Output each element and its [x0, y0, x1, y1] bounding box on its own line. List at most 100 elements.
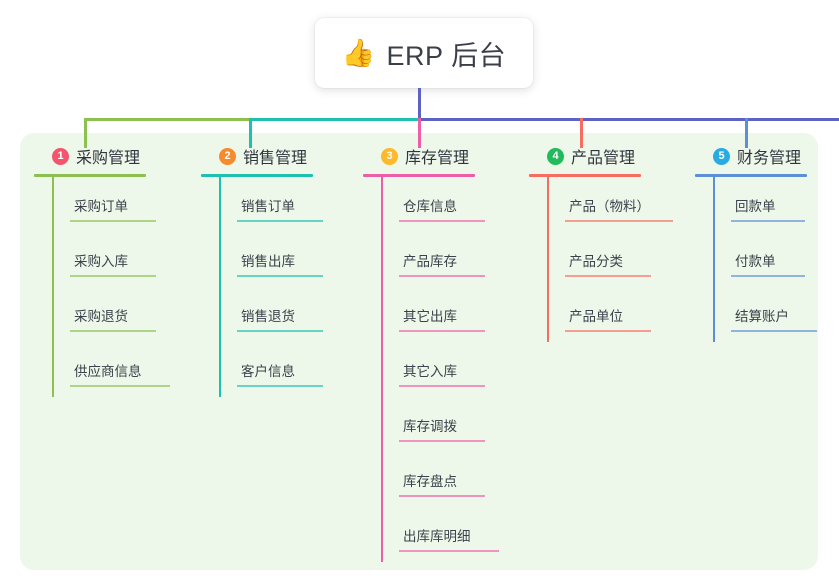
branches-panel: [20, 133, 818, 570]
branch-underline: [363, 174, 475, 177]
thumbs-up-icon: 👍: [341, 37, 376, 68]
branch-spine: [219, 177, 221, 397]
branch-header[interactable]: 3 库存管理: [363, 143, 475, 169]
branch-spine: [547, 177, 549, 342]
branch-child-label: 库存调拨: [403, 418, 457, 434]
branch-number-badge: 1: [52, 147, 69, 165]
branch-child-underline: [70, 385, 170, 387]
branch-title: 库存管理: [405, 150, 470, 167]
branch-child-label: 采购订单: [74, 198, 128, 214]
branch-child-underline: [565, 275, 651, 277]
root-node-label: ERP 后台: [386, 40, 507, 71]
root-node[interactable]: 👍 ERP 后台: [315, 18, 533, 88]
branch-child-item[interactable]: 产品单位: [547, 287, 651, 342]
branch-child-item[interactable]: 采购入库: [52, 232, 156, 287]
connector-drop: [84, 118, 87, 148]
branch-child-item[interactable]: 回款单: [713, 177, 807, 232]
branch-child-item[interactable]: 库存调拨: [381, 397, 485, 452]
branch-child-label: 采购入库: [74, 253, 128, 269]
branch-child-label: 付款单: [735, 253, 776, 269]
branch-3: 3 库存管理仓库信息产品库存其它出库其它入库库存调拨库存盘点出库库明细: [363, 143, 499, 562]
branch-number-badge: 3: [381, 147, 398, 165]
branch-child-label: 销售订单: [241, 198, 295, 214]
branch-child-item[interactable]: 采购退货: [52, 287, 156, 342]
connector-bar: [249, 118, 421, 121]
branch-child-item[interactable]: 销售出库: [219, 232, 323, 287]
branch-children: 产品（物料） 产品分类产品单位: [529, 177, 673, 342]
branch-child-item[interactable]: 供应商信息: [52, 342, 170, 397]
branch-child-underline: [565, 330, 651, 332]
branch-child-label: 产品库存: [403, 253, 457, 269]
branch-child-underline: [731, 330, 817, 332]
branch-child-label: 供应商信息: [74, 363, 142, 379]
branch-child-label: 结算账户: [735, 308, 789, 324]
branch-child-item[interactable]: 结算账户: [713, 287, 817, 342]
branch-title: 产品管理: [571, 150, 636, 167]
connector-drop: [745, 118, 748, 148]
branch-child-label: 其它出库: [403, 308, 457, 324]
branch-child-underline: [731, 220, 805, 222]
branch-child-item[interactable]: 销售订单: [219, 177, 323, 232]
branch-child-item[interactable]: 库存盘点: [381, 452, 485, 507]
connector-drop: [418, 118, 421, 148]
branch-child-item[interactable]: 产品库存: [381, 232, 485, 287]
branch-children: 采购订单采购入库采购退货供应商信息: [34, 177, 170, 397]
branch-child-underline: [237, 275, 323, 277]
branch-number-badge: 4: [547, 147, 564, 165]
branch-child-item[interactable]: 仓库信息: [381, 177, 485, 232]
branch-child-item[interactable]: 销售退货: [219, 287, 323, 342]
branch-child-underline: [399, 220, 485, 222]
branch-child-label: 出库库明细: [403, 528, 471, 544]
branch-child-label: 其它入库: [403, 363, 457, 379]
branch-child-item[interactable]: 客户信息: [219, 342, 323, 397]
branch-child-underline: [70, 220, 156, 222]
branch-child-underline: [399, 385, 485, 387]
branch-child-underline: [399, 275, 485, 277]
branch-child-item[interactable]: 产品分类: [547, 232, 651, 287]
branch-child-label: 回款单: [735, 198, 776, 214]
branch-underline: [529, 174, 641, 177]
branch-child-underline: [731, 275, 805, 277]
branch-child-item[interactable]: 出库库明细: [381, 507, 499, 562]
branch-child-item[interactable]: 采购订单: [52, 177, 156, 232]
branch-4: 4 产品管理产品（物料） 产品分类产品单位: [529, 143, 673, 342]
branch-children: 销售订单销售出库销售退货客户信息: [201, 177, 323, 397]
branch-underline: [34, 174, 146, 177]
branch-child-underline: [237, 330, 323, 332]
branch-child-underline: [237, 385, 323, 387]
branch-child-label: 采购退货: [74, 308, 128, 324]
branch-child-underline: [399, 495, 485, 497]
connector-drop: [249, 118, 252, 148]
branch-children: 仓库信息产品库存其它出库其它入库库存调拨库存盘点出库库明细: [363, 177, 499, 562]
branch-spine: [713, 177, 715, 342]
branch-child-label: 库存盘点: [403, 473, 457, 489]
branch-child-label: 仓库信息: [403, 198, 457, 214]
branch-child-item[interactable]: 其它入库: [381, 342, 485, 397]
branch-child-label: 销售出库: [241, 253, 295, 269]
branch-header[interactable]: 4 产品管理: [529, 143, 650, 169]
branch-child-label: 产品单位: [569, 308, 623, 324]
connector-drop: [580, 118, 583, 148]
branch-child-underline: [399, 550, 499, 552]
branch-child-underline: [565, 220, 673, 222]
branch-spine: [52, 177, 54, 397]
branch-title: 销售管理: [243, 150, 308, 167]
connector-bar: [419, 118, 839, 121]
branch-child-underline: [70, 330, 156, 332]
branch-child-underline: [399, 330, 485, 332]
branch-child-item[interactable]: 付款单: [713, 232, 807, 287]
branch-underline: [201, 174, 313, 177]
branch-underline: [695, 174, 807, 177]
branch-child-item[interactable]: 产品（物料）: [547, 177, 673, 232]
branch-spine: [381, 177, 383, 562]
branch-child-label: 产品（物料）: [569, 198, 650, 214]
branch-child-label: 产品分类: [569, 253, 623, 269]
branch-child-item[interactable]: 其它出库: [381, 287, 485, 342]
